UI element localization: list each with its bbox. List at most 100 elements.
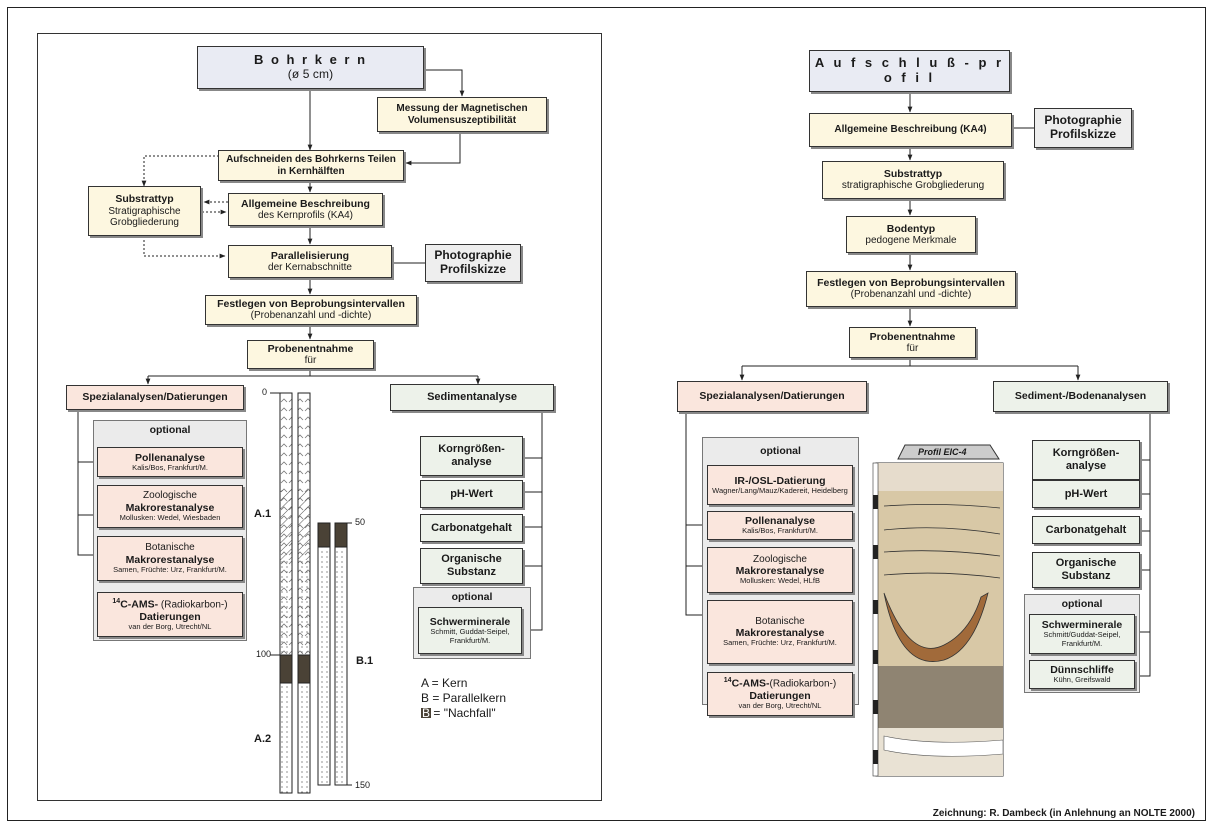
r-boden-title: Bodentyp bbox=[886, 222, 936, 235]
bot-title: Makrorestanalyse bbox=[125, 553, 215, 566]
scale-0: 0 bbox=[262, 387, 268, 397]
left-optional2-label: optional bbox=[451, 591, 493, 603]
r-c14-rest: (Radiokarbon-) bbox=[769, 678, 837, 690]
r-sediment-label: Sediment-/Bodenanalysen bbox=[1014, 390, 1147, 403]
right-title: A u f s c h l u ß - p r o f i l bbox=[814, 55, 1005, 85]
sampling-sub: für bbox=[304, 354, 317, 366]
profile-illustration bbox=[872, 444, 1004, 777]
r-c14-title: C-AMS- bbox=[731, 677, 770, 690]
cutting-box: Aufschneiden des Bohrkerns Teilen in Ker… bbox=[218, 150, 404, 181]
r-bot-pre: Botanische bbox=[755, 615, 805, 627]
scale-50: 50 bbox=[355, 517, 366, 527]
special-box: Spezialanalysen/Datierungen bbox=[66, 385, 244, 410]
c14-rest: (Radiokarbon-) bbox=[158, 599, 228, 611]
sampling-title: Probenentnahme bbox=[267, 342, 354, 355]
scale-150: 150 bbox=[355, 780, 371, 790]
core-b bbox=[317, 522, 348, 786]
r-interval-sub: (Probenanzahl und -dichte) bbox=[850, 289, 972, 301]
credit-line: Zeichnung: R. Dambeck (in Anlehnung an N… bbox=[932, 808, 1195, 819]
legend-n-row: B = "Nachfall" bbox=[421, 706, 496, 721]
organisch-label: Organische Substanz bbox=[441, 553, 502, 578]
scale-100: 100 bbox=[256, 649, 272, 659]
sediment-label: Sedimentanalyse bbox=[427, 391, 517, 404]
r-c14-sub: van der Borg, Utrecht/NL bbox=[738, 701, 822, 711]
outer-frame bbox=[7, 7, 1206, 821]
ph-box: pH-Wert bbox=[420, 480, 523, 508]
r-interval-box: Festlegen von Beprobungsintervallen(Prob… bbox=[806, 271, 1016, 307]
r-sampling-title: Probenentnahme bbox=[869, 330, 956, 343]
r-sampling-sub: für bbox=[906, 342, 919, 354]
r-pollen-title: Pollenanalyse bbox=[744, 515, 816, 528]
legend-n: = "Nachfall" bbox=[433, 706, 496, 720]
photo-label: Photographie Profilskizze bbox=[434, 248, 512, 276]
r-boden-sub: pedogene Merkmale bbox=[865, 234, 957, 246]
right-optional-label: optional bbox=[760, 445, 801, 457]
r-organisch-box: Organische Substanz bbox=[1032, 552, 1140, 588]
interval-box: Festlegen von Beprobungsintervallen(Prob… bbox=[205, 295, 417, 325]
c14-title: C-AMS- bbox=[120, 598, 159, 611]
r-schwer-title: Schwerminerale bbox=[1041, 619, 1123, 632]
r-carbonat-box: Carbonatgehalt bbox=[1032, 516, 1140, 544]
zoo-pre: Zoologische bbox=[143, 490, 197, 502]
interval-sub: (Probenanzahl und -dichte) bbox=[250, 310, 372, 322]
ph-label: pH-Wert bbox=[450, 487, 493, 500]
interval-title: Festlegen von Beprobungsintervallen bbox=[217, 298, 405, 311]
r-duenn-title: Dünnschliffe bbox=[1050, 664, 1114, 677]
r-osl-title: IR-/OSL-Datierung bbox=[734, 474, 826, 487]
label-a1: A.1 bbox=[254, 508, 272, 520]
photo-box: Photographie Profilskizze bbox=[425, 244, 521, 282]
c14-sub: van der Borg, Utrecht/NL bbox=[128, 621, 212, 631]
pollen-title: Pollenanalyse bbox=[134, 451, 206, 464]
r-bot-title: Makrorestanalyse bbox=[735, 627, 825, 640]
right-optional2-label: optional bbox=[1061, 598, 1103, 610]
legend-swatch bbox=[421, 708, 431, 718]
r-c14-dat: Datierungen bbox=[749, 690, 811, 703]
r-carbonat-label: Carbonatgehalt bbox=[1045, 523, 1127, 536]
carbonat-label: Carbonatgehalt bbox=[431, 521, 512, 534]
schwer-sub: Schmitt, Guddat-Seipel, Frankfurt/M. bbox=[430, 626, 510, 645]
core-a bbox=[279, 392, 311, 794]
organisch-box: Organische Substanz bbox=[420, 548, 523, 584]
r-duenn-sub: Kühn, Greifswald bbox=[1053, 675, 1111, 685]
r-ph-label: pH-Wert bbox=[1064, 487, 1108, 500]
korn-label: Korngrößen-analyse bbox=[438, 443, 505, 468]
zoo-sub: Mollusken: Wedel, Wiesbaden bbox=[119, 512, 221, 522]
r-photo-label: Photographie Profilskizze bbox=[1044, 113, 1122, 141]
r-special-label: Spezialanalysen/Datierungen bbox=[699, 390, 845, 403]
sediment-box: Sedimentanalyse bbox=[390, 384, 554, 411]
left-title: B o h r k e r n bbox=[253, 52, 368, 68]
left-title-sub: (ø 5 cm) bbox=[287, 67, 334, 82]
schwer-title: Schwerminerale bbox=[429, 615, 511, 628]
r-photo-box: Photographie Profilskizze bbox=[1034, 108, 1132, 148]
bot-pre: Botanische bbox=[145, 542, 195, 554]
label-b1: B.1 bbox=[356, 655, 374, 667]
special-label: Spezialanalysen/Datierungen bbox=[82, 391, 228, 404]
carbonat-box: Carbonatgehalt bbox=[420, 514, 523, 542]
r-ph-box: pH-Wert bbox=[1032, 480, 1140, 508]
korn-box: Korngrößen-analyse bbox=[420, 436, 523, 476]
pollen-sub: Kalis/Bos, Frankfurt/M. bbox=[132, 462, 208, 472]
r-bot-sub: Samen, Früchte: Urz, Frankfurt/M. bbox=[723, 638, 837, 648]
left-title-box: B o h r k e r n(ø 5 cm) bbox=[197, 46, 424, 89]
r-sediment-box: Sediment-/Bodenanalysen bbox=[993, 381, 1168, 412]
r-special-box: Spezialanalysen/Datierungen bbox=[677, 381, 867, 412]
zoo-title: Makrorestanalyse bbox=[125, 501, 215, 514]
r-osl-sub: Wagner/Lang/Mauz/Kadereit, Heidelberg bbox=[712, 485, 848, 495]
